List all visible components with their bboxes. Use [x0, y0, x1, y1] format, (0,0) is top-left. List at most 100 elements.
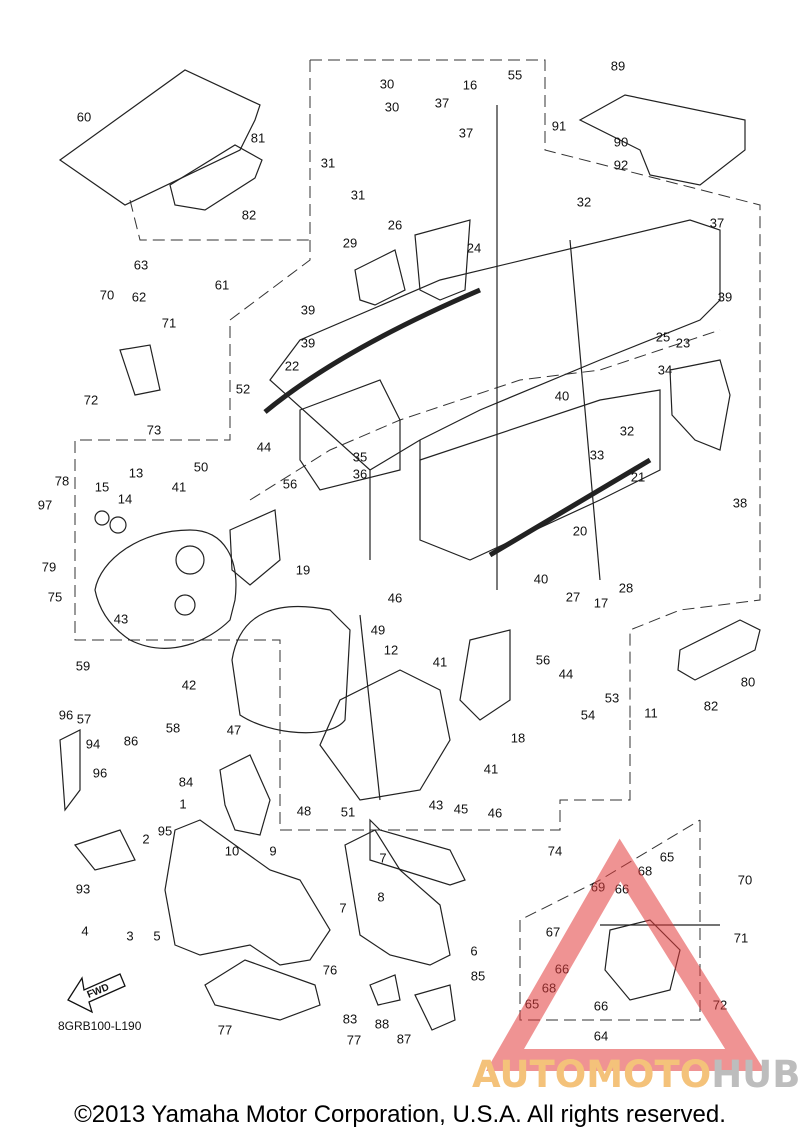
callout-12: 12: [384, 642, 398, 657]
callout-34: 34: [658, 362, 672, 377]
watermark-part1: AUTOMOTO: [472, 1053, 712, 1096]
callout-56: 56: [283, 476, 297, 491]
callout-65: 65: [660, 849, 674, 864]
callout-28: 28: [619, 580, 633, 595]
callout-26: 26: [388, 217, 402, 232]
callout-45: 45: [454, 801, 468, 816]
callout-44: 44: [257, 439, 271, 454]
callout-87: 87: [397, 1031, 411, 1046]
assembly-boundary-lines: [74, 59, 761, 1021]
callout-75: 75: [48, 589, 62, 604]
callout-85: 85: [471, 968, 485, 983]
callout-76: 76: [323, 962, 337, 977]
rail-strip-lower: [488, 457, 652, 558]
chaincase-bore: [175, 545, 205, 575]
callout-16: 16: [463, 77, 477, 92]
callout-73: 73: [147, 422, 161, 437]
callout-43: 43: [114, 611, 128, 626]
callout-89: 89: [611, 58, 625, 73]
callout-63: 63: [134, 257, 148, 272]
parts-linework: [58, 69, 761, 1031]
radiator: [231, 605, 351, 734]
callout-70: 70: [100, 287, 114, 302]
callout-41: 41: [172, 479, 186, 494]
callout-27: 27: [566, 589, 580, 604]
rear-bracket: [669, 359, 731, 451]
callout-96: 96: [59, 707, 73, 722]
rail-strip: [263, 287, 481, 414]
fwd-arrow-group: FWD: [67, 973, 126, 1014]
callout-37: 37: [435, 95, 449, 110]
callout-49: 49: [371, 622, 385, 637]
callout-39: 39: [301, 302, 315, 317]
bracket-94: [59, 729, 81, 812]
callout-96: 96: [93, 765, 107, 780]
callout-83: 83: [343, 1011, 357, 1026]
callout-72: 72: [84, 392, 98, 407]
callout-88: 88: [375, 1016, 389, 1031]
callout-41: 41: [433, 654, 447, 669]
callout-5: 5: [153, 928, 160, 943]
callout-1: 1: [179, 796, 186, 811]
callout-91: 91: [552, 118, 566, 133]
copyright-notice: ©2013 Yamaha Motor Corporation, U.S.A. A…: [74, 1101, 726, 1128]
callout-56: 56: [536, 652, 550, 667]
chaincase-bore-lower: [174, 594, 196, 616]
callout-29: 29: [343, 235, 357, 250]
callout-6: 6: [470, 943, 477, 958]
callout-43: 43: [429, 797, 443, 812]
tunnel-left-panel: [299, 379, 401, 491]
callout-31: 31: [351, 187, 365, 202]
lower-frame: [369, 818, 466, 886]
callout-51: 51: [341, 804, 355, 819]
front-panel: [219, 754, 271, 836]
callout-93: 93: [76, 881, 90, 896]
callout-57: 57: [77, 711, 91, 726]
callout-46: 46: [388, 590, 402, 605]
callout-60: 60: [77, 109, 91, 124]
callout-7: 7: [339, 900, 346, 915]
callout-67: 67: [546, 924, 560, 939]
callout-31: 31: [321, 155, 335, 170]
seal: [109, 516, 127, 534]
callout-74: 74: [548, 843, 562, 858]
callout-14: 14: [118, 491, 132, 506]
callout-44: 44: [559, 666, 573, 681]
chaincase: [94, 529, 237, 649]
callout-95: 95: [158, 823, 172, 838]
callout-50: 50: [194, 459, 208, 474]
watermark-triangle: [485, 838, 765, 1071]
callout-21: 21: [631, 469, 645, 484]
mount-plate: [414, 984, 456, 1031]
callout-82: 82: [242, 207, 256, 222]
callout-81: 81: [251, 130, 265, 145]
callout-92: 92: [614, 157, 628, 172]
steering-plate: [229, 509, 281, 586]
callout-22: 22: [285, 358, 299, 373]
callout-77: 77: [347, 1032, 361, 1047]
callout-30: 30: [380, 76, 394, 91]
callout-18: 18: [511, 730, 525, 745]
rear-cover-plate: [58, 69, 261, 206]
callout-24: 24: [467, 240, 481, 255]
callout-35: 35: [353, 449, 367, 464]
callout-32: 32: [577, 194, 591, 209]
callout-40: 40: [534, 571, 548, 586]
callout-40: 40: [555, 388, 569, 403]
callout-17: 17: [594, 595, 608, 610]
callout-23: 23: [676, 335, 690, 350]
callout-77: 77: [218, 1022, 232, 1037]
callout-58: 58: [166, 720, 180, 735]
fwd-arrow-icon: [67, 973, 126, 1014]
callout-3: 3: [126, 928, 133, 943]
callout-10: 10: [225, 843, 239, 858]
callout-47: 47: [227, 722, 241, 737]
callout-97: 97: [38, 497, 52, 512]
callout-53: 53: [605, 690, 619, 705]
callout-82: 82: [704, 698, 718, 713]
callout-20: 20: [573, 523, 587, 538]
callout-13: 13: [129, 465, 143, 480]
callout-38: 38: [733, 495, 747, 510]
